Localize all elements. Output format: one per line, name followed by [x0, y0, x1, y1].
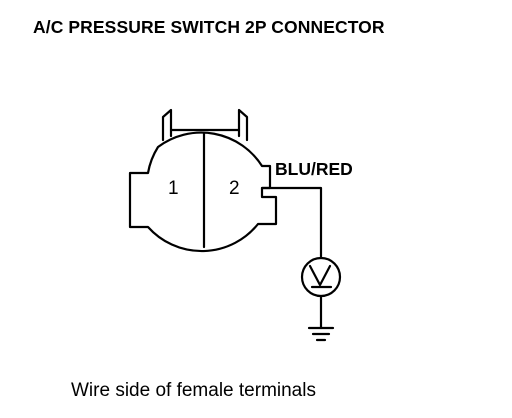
pin-1-label: 1 — [168, 178, 179, 199]
connector-body — [128, 131, 278, 253]
pin-2-label: 2 — [229, 178, 240, 199]
connector-lock-tab — [161, 108, 249, 142]
diagram-title: A/C PRESSURE SWITCH 2P CONNECTOR — [33, 17, 385, 37]
diagram-caption: Wire side of female terminals — [71, 380, 316, 401]
ground-icon — [307, 326, 335, 342]
wire-color-label: BLU/RED — [275, 159, 353, 179]
wire-blu-red — [260, 186, 323, 260]
voltmeter-icon — [300, 256, 342, 298]
